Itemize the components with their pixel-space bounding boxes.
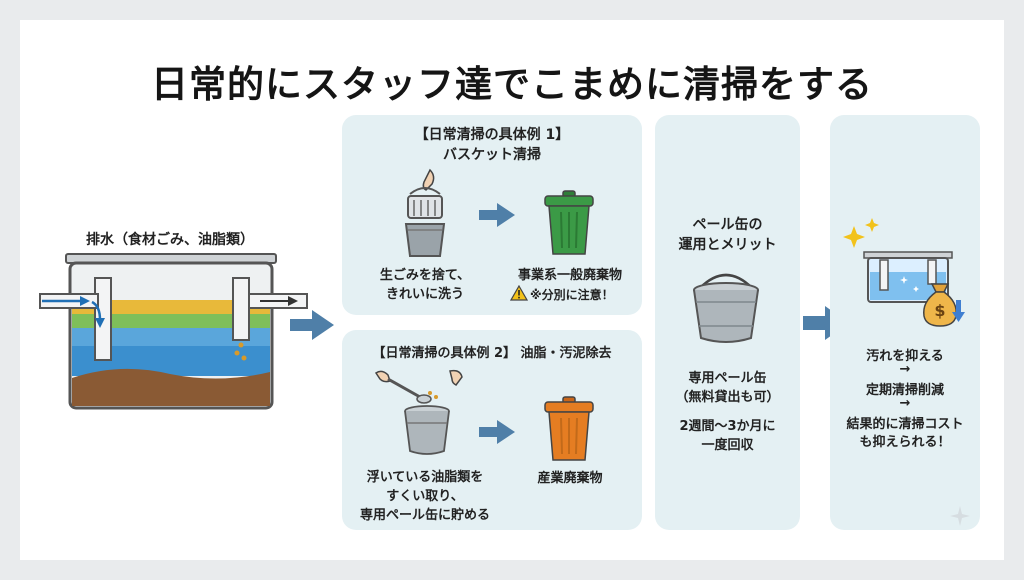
pail-collect-line1: 2週間〜3か月に xyxy=(679,419,776,434)
benefit-panel xyxy=(830,115,980,530)
clean-trap-icon xyxy=(843,218,953,303)
example1-subheading: バスケット清掃 xyxy=(443,147,541,163)
example1-heading: 【日常清掃の具体例 1】 xyxy=(414,127,570,143)
sludge-layer xyxy=(72,368,270,406)
grease-trap-diagram xyxy=(39,253,308,410)
pail-name-line2: （無料貸出も可） xyxy=(675,390,780,405)
pail-icon xyxy=(693,273,759,343)
pail-heading-line1: ペール缶の xyxy=(692,217,763,233)
pail-small-icon xyxy=(404,405,450,455)
example2-heading: 【日常清掃の具体例 2】 油脂・汚泥除去 xyxy=(372,346,612,361)
example2-result: 産業廃棄物 xyxy=(537,471,603,486)
slide: 日常的にスタッフ達でこまめに清掃をする 排水（食材ごみ、油脂類） xyxy=(20,20,1004,560)
pail-heading-line2: 運用とメリット xyxy=(678,237,777,253)
example1-action-line2: きれいに洗う xyxy=(385,287,464,302)
pail-collect-line2: 一度回収 xyxy=(701,438,754,453)
page-title: 日常的にスタッフ達でこまめに清掃をする xyxy=(151,63,873,106)
green-layer xyxy=(72,314,270,328)
green-bin-icon xyxy=(544,190,594,255)
example1-action-line1: 生ごみを捨て、 xyxy=(379,268,471,283)
trap-label: 排水（食材ごみ、油脂類） xyxy=(86,232,254,248)
benefit-line4: も抑えられる！ xyxy=(859,435,951,450)
example2-action-line3: 専用ペール缶に貯める xyxy=(359,508,490,523)
sparkle-icon xyxy=(950,506,970,526)
example2-action-line2: すくい取り、 xyxy=(386,489,464,504)
warning-icon xyxy=(510,285,528,301)
example1-result: 事業系一般廃棄物 xyxy=(517,268,622,283)
benefit-line2: 定期清掃削減 xyxy=(865,383,944,398)
grease-layer xyxy=(72,300,270,314)
pail-name-line1: 専用ペール缶 xyxy=(688,371,767,386)
flow-arrow-2 xyxy=(803,306,849,340)
basket-icon xyxy=(404,168,446,257)
benefit-line3: 結果的に清掃コスト xyxy=(846,417,964,432)
benefit-arrow1: → xyxy=(899,362,911,377)
outlet-baffle xyxy=(232,277,250,341)
flow-arrow-ex2 xyxy=(479,420,515,444)
orange-bin-icon xyxy=(544,396,594,461)
benefit-arrow2: → xyxy=(899,396,911,411)
benefit-line1: 汚れを抑える xyxy=(866,349,944,364)
flow-arrow-1 xyxy=(290,310,334,340)
svg-text:$: $ xyxy=(934,301,945,320)
money-bag-icon: $ xyxy=(923,283,965,327)
example2-action-line1: 浮いている油脂類を xyxy=(366,470,484,485)
scoop-icon xyxy=(374,369,463,404)
example1-warning: ※分別に注意！ xyxy=(530,288,614,302)
flow-arrow-ex1 xyxy=(479,203,515,227)
